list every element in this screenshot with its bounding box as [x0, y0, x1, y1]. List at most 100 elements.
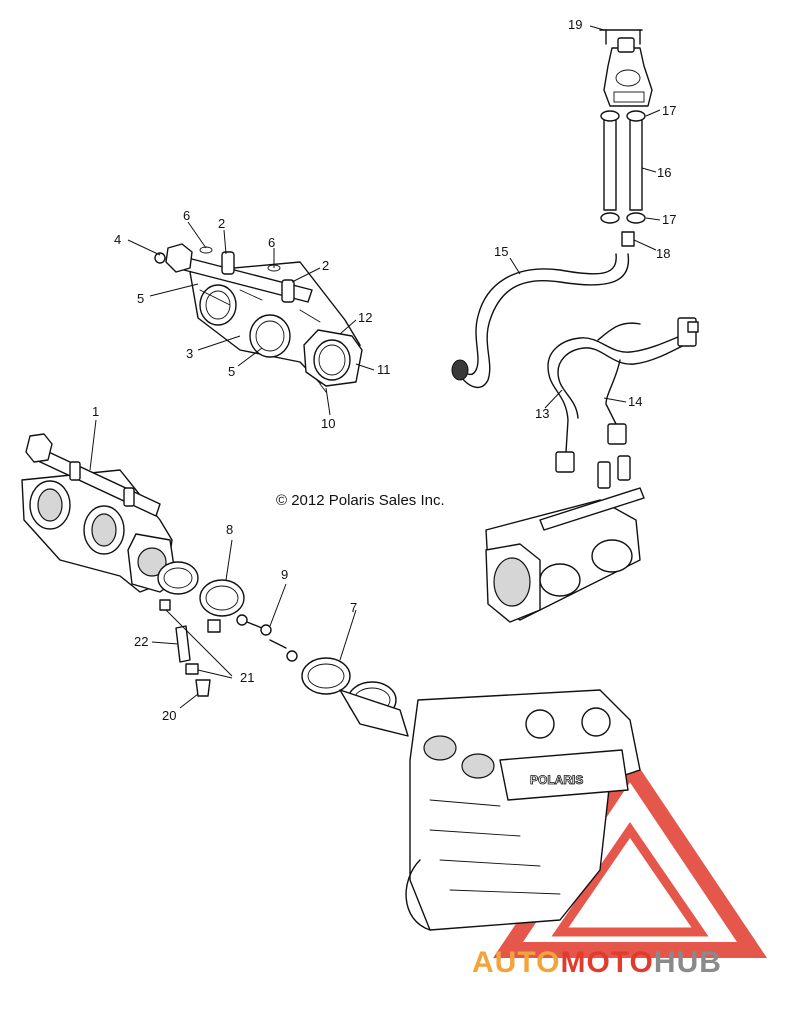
left-pressure-regulator	[25, 433, 53, 463]
callout-2-left: 2	[218, 216, 225, 231]
pressure-regulator-nipple	[154, 252, 166, 264]
harness-13-a	[547, 331, 691, 453]
leader-4	[127, 239, 161, 256]
clamp-17-bottom-left	[600, 212, 620, 224]
right-bore-2	[591, 539, 633, 573]
leader-21a	[165, 609, 233, 677]
bolt-9b-shaft	[269, 639, 287, 649]
right-fuel-rail	[539, 487, 645, 531]
fuel-pump-module	[599, 29, 653, 107]
pump-port	[615, 69, 641, 87]
injector-connector-13	[555, 451, 575, 473]
callout-5-bottom: 5	[228, 364, 235, 379]
watermark-text-line: AUTOMOTOHUB	[472, 946, 722, 979]
callout-21: 21	[240, 670, 254, 685]
callout-18: 18	[656, 246, 670, 261]
callout-2-right: 2	[322, 258, 329, 273]
leader-10	[325, 387, 331, 416]
fitting-21b	[185, 663, 199, 675]
intake-port-2	[461, 753, 495, 779]
leader-20	[179, 693, 199, 709]
leader-15	[509, 257, 521, 275]
leader-14	[603, 397, 627, 403]
engine-block: POLARIS	[405, 689, 641, 931]
callout-4: 4	[114, 232, 121, 247]
left-bore-1-plate	[37, 488, 63, 522]
callout-6-right: 6	[268, 235, 275, 250]
leader-3	[197, 335, 241, 351]
leader-5b	[237, 347, 263, 367]
left-bore-2-plate	[91, 513, 117, 547]
flange-bore-inner	[318, 344, 346, 376]
left-flange-sensor	[137, 547, 167, 577]
leader-6a	[187, 221, 207, 249]
clamp-8-screw	[207, 619, 221, 633]
leader-21b	[197, 669, 233, 679]
callout-13: 13	[535, 406, 549, 421]
hose-16-right	[629, 119, 643, 211]
leader-2a	[223, 229, 227, 255]
throttle-body-left-assembly	[21, 419, 177, 593]
leader-17a	[645, 109, 661, 117]
callout-10: 10	[321, 416, 335, 431]
leader-1	[89, 419, 97, 471]
hose-15-outer	[461, 253, 630, 388]
clamps-and-hardware	[151, 539, 298, 709]
clamp-17-bottom-right	[626, 212, 646, 224]
clamp-17-top-left	[600, 110, 620, 122]
cam-gear-right	[581, 707, 611, 737]
throttle-bore-right-inner	[255, 320, 285, 352]
callout-17-bottom: 17	[662, 212, 676, 227]
leader-18	[633, 239, 657, 251]
leader-lines-top-right	[509, 25, 661, 409]
callout-15: 15	[494, 244, 508, 259]
callout-labels: 19 17 16 17 18 15 13 14 6 2 6 4 2 5 12 3…	[92, 17, 676, 723]
intake-boot-base	[339, 689, 409, 737]
right-injector-1	[597, 461, 611, 489]
harness-14	[597, 322, 641, 425]
callout-17-top: 17	[662, 103, 676, 118]
left-injector-1	[69, 461, 81, 481]
injector-right	[281, 279, 295, 303]
callout-11: 11	[377, 362, 391, 377]
injector-seal-left	[199, 246, 213, 254]
cam-gear-left	[525, 709, 555, 739]
callout-12: 12	[358, 310, 372, 325]
leader-12	[339, 319, 357, 335]
pump-base	[613, 91, 645, 103]
leader-17b	[645, 217, 661, 221]
callout-14: 14	[628, 394, 642, 409]
fitting-21a	[159, 599, 171, 611]
hose-pair-16	[600, 110, 646, 247]
callout-1: 1	[92, 404, 99, 419]
leader-5a	[149, 283, 199, 297]
bolt-9a-shaft	[246, 621, 263, 629]
flange-bore	[313, 339, 351, 381]
callout-6-left: 6	[183, 208, 190, 223]
throttle-linkage-lines	[199, 289, 321, 323]
hose-16-left	[603, 119, 617, 211]
leader-11	[355, 363, 375, 371]
leader-19	[589, 25, 605, 31]
left-injector-2	[123, 487, 135, 507]
engine-block-outline	[409, 689, 641, 931]
callout-7: 7	[350, 600, 357, 615]
leader-22	[151, 641, 179, 645]
pressure-regulator	[165, 243, 193, 273]
leader-9	[269, 583, 287, 627]
clamp-8-inner	[205, 585, 239, 611]
callout-20: 20	[162, 708, 176, 723]
leader-8	[225, 539, 233, 581]
watermark-part-moto: MOTO	[560, 946, 653, 979]
watermark-text: AUTOMOTOHUB	[472, 946, 722, 979]
callout-8: 8	[226, 522, 233, 537]
callout-5-top: 5	[137, 291, 144, 306]
harness-13-b	[557, 339, 695, 419]
hose-15-end-fitting	[451, 359, 469, 381]
clamp-17-top-right	[626, 110, 646, 122]
watermark-triangle-inner	[551, 822, 709, 937]
injector-left	[221, 251, 235, 275]
leader-lines-top-left	[127, 221, 375, 416]
fitting-18	[621, 231, 635, 247]
